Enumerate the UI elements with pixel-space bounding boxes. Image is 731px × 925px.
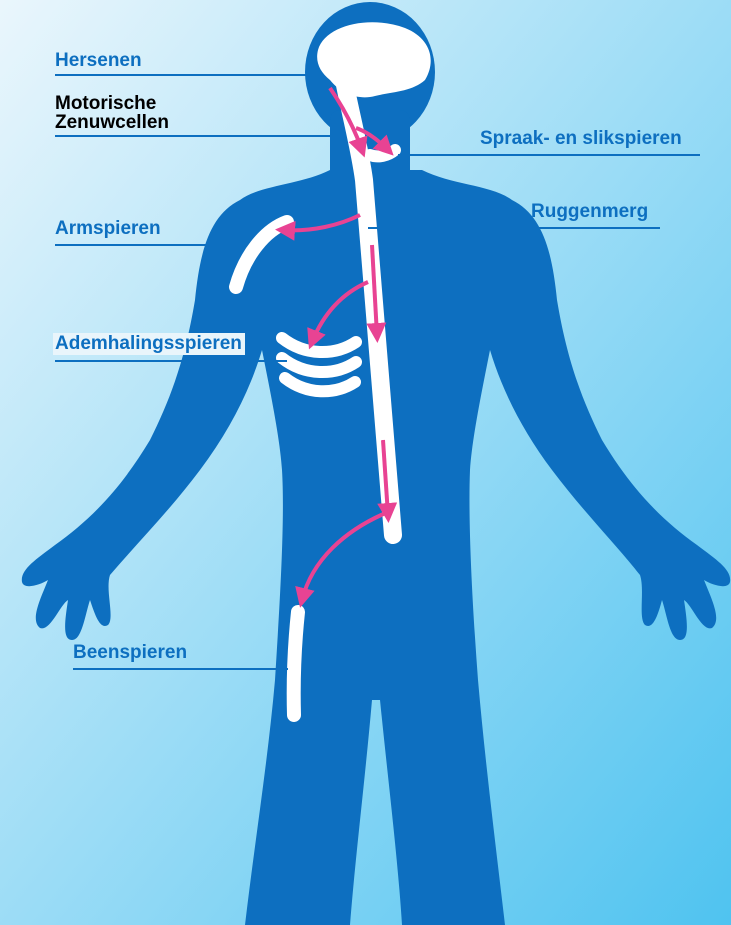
label-armspieren: Armspieren [55, 219, 161, 239]
leader-line-hersenen [55, 74, 323, 76]
label-hersenen: Hersenen [55, 51, 142, 71]
leader-line-armspieren [55, 244, 247, 246]
leader-line-beenspieren [73, 668, 288, 670]
label-ruggenmerg: Ruggenmerg [531, 202, 648, 222]
leader-line-motorische [55, 135, 330, 137]
leader-line-ademhaling [55, 360, 287, 362]
leader-line-ruggenmerg [368, 227, 660, 229]
label-ademhalingsspieren: Ademhalingsspieren [53, 333, 245, 355]
label-spraak-slikspieren: Spraak- en slikspieren [480, 129, 682, 149]
leg-muscle [294, 612, 298, 715]
label-motorische-line1: Motorische [55, 94, 156, 114]
label-beenspieren: Beenspieren [73, 643, 187, 663]
label-motorische-line2: Zenuwcellen [55, 113, 169, 133]
leader-line-spraak [398, 154, 700, 156]
speech-swallow-muscle [370, 150, 395, 156]
